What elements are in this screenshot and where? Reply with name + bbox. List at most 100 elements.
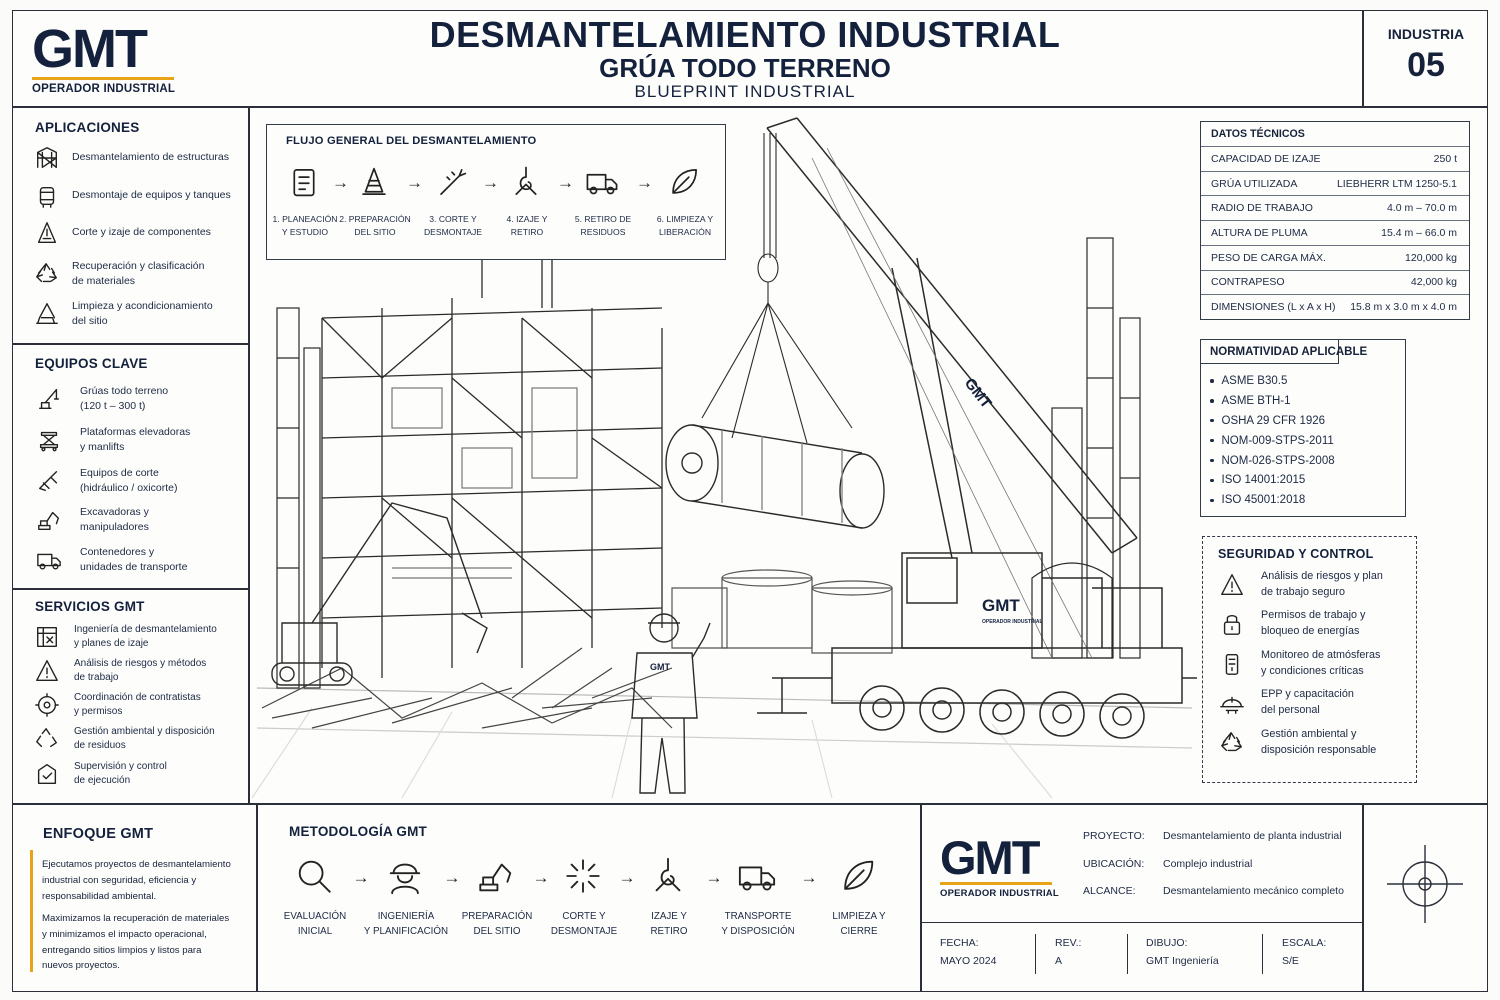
seguridad-item: Permisos de trabajo y bloqueo de energía… <box>1217 608 1365 639</box>
torch-icon <box>435 165 471 201</box>
supervision-icon <box>32 759 62 789</box>
hook-icon <box>509 165 545 201</box>
datos-row: DIMENSIONES (L x A x H)15.8 m x 3.0 m x … <box>1201 294 1469 319</box>
left-divider-2 <box>12 588 249 590</box>
datos-tecnicos-title: DATOS TÉCNICOS <box>1211 128 1305 140</box>
flujo-step-label: 3. CORTE Y DESMONTAJE <box>423 214 483 238</box>
servicios-item: Coordinación de contratistas y permisos <box>32 690 201 720</box>
bottom-divider <box>12 803 1488 805</box>
header-category-divider <box>1362 10 1364 107</box>
lock-icon <box>1217 609 1247 639</box>
header-logo: GMT OPERADOR INDUSTRIAL <box>32 22 175 95</box>
servicios-item: Supervisión y control de ejecución <box>32 759 167 789</box>
proyecto-value: Desmantelamiento de planta industrial <box>1163 830 1342 842</box>
registration-crosshair-icon <box>1387 845 1463 923</box>
header-divider <box>12 106 1488 108</box>
truck-icon <box>34 545 64 575</box>
titleblock-col-1 <box>1035 934 1036 974</box>
checklist-icon <box>287 165 323 201</box>
category-label: INDUSTRIA <box>1387 26 1465 42</box>
titleblock-col-2 <box>1127 934 1128 974</box>
coordination-icon <box>32 690 62 720</box>
flow-arrow-icon: → <box>332 173 349 192</box>
titleblock-logo-accent <box>940 882 1052 885</box>
titleblock-logo: GMT OPERADOR INDUSTRIAL <box>940 834 1059 899</box>
servicios-item: Análisis de riesgos y métodos de trabajo <box>32 656 206 686</box>
servicios-item-label: Gestión ambiental y disposición de resid… <box>74 725 215 752</box>
datos-row-value: 15.8 m x 3.0 m x 4.0 m <box>1350 301 1457 314</box>
seguridad-item: Análisis de riesgos y plan de trabajo se… <box>1217 569 1383 600</box>
seguridad-item: Monitoreo de atmósferas y condiciones cr… <box>1217 648 1380 679</box>
equipos-item: Grúas todo terreno (120 t – 300 t) <box>34 384 168 414</box>
warning-icon <box>1217 570 1247 600</box>
aplicaciones-item-label: Corte y izaje de componentes <box>72 226 211 239</box>
aplicaciones-item-label: Recuperación y clasificación de material… <box>72 260 205 288</box>
crane-brand-label: GMT <box>982 596 1020 615</box>
cutting-icon <box>32 218 62 248</box>
spark-icon <box>563 856 605 898</box>
equipos-item-label: Contenedores y unidades de transporte <box>80 546 188 574</box>
leaf-icon <box>667 165 703 201</box>
servicios-title: SERVICIOS GMT <box>35 599 145 614</box>
servicios-item-label: Coordinación de contratistas y permisos <box>74 691 201 718</box>
enfoque-paragraph-2: Maximizamos la recuperación de materiale… <box>42 913 230 972</box>
metodologia-step-label: INGENIERÍA Y PLANIFICACIÓN <box>363 911 449 937</box>
aplicaciones-item: Desmontaje de equipos y tanques <box>32 181 231 211</box>
fecha-value: MAYO 2024 <box>940 955 997 967</box>
recycle-icon <box>32 259 62 289</box>
seguridad-item: EPP y capacitación del personal <box>1217 687 1354 718</box>
aplicaciones-item: Recuperación y clasificación de material… <box>32 259 204 289</box>
helmet-icon <box>1217 688 1247 718</box>
aplicaciones-item-label: Desmantelamiento de estructuras <box>72 151 229 164</box>
rev-label: REV.: <box>1055 937 1082 949</box>
datos-row: PESO DE CARGA MÁX.120,000 kg <box>1201 244 1469 270</box>
category-block: INDUSTRIA 05 <box>1364 26 1488 85</box>
logo-subtitle: OPERADOR INDUSTRIAL <box>32 83 176 95</box>
page-subtitle: GRÚA TODO TERRENO <box>599 52 891 83</box>
aplicaciones-item: Limpieza y acondicionamiento del sitio <box>32 299 213 329</box>
fecha-label: FECHA: <box>940 937 979 949</box>
metodologia-step-label: EVALUACIÓN INICIAL <box>283 911 347 937</box>
cutter-icon <box>34 466 64 496</box>
magnifier-icon <box>294 856 336 898</box>
seguridad-item-label: EPP y capacitación del personal <box>1261 688 1354 716</box>
seguridad-item-label: Gestión ambiental y disposición responsa… <box>1261 728 1377 756</box>
cleaning-icon <box>32 299 62 329</box>
servicios-item-label: Supervisión y control de ejecución <box>74 760 167 787</box>
titleblock-col-3 <box>1262 934 1263 974</box>
datos-row-value: 250 t <box>1433 152 1457 165</box>
cone-icon <box>357 165 393 201</box>
equipos-title: EQUIPOS CLAVE <box>35 356 148 371</box>
seguridad-item-label: Permisos de trabajo y bloqueo de energía… <box>1261 609 1366 637</box>
servicios-item-label: Ingeniería de desmantelamiento y planes … <box>74 623 217 650</box>
metodologia-step-label: CORTE Y DESMONTAJE <box>550 911 618 937</box>
equipos-item: Excavadoras y manipuladores <box>34 505 149 535</box>
hook-icon <box>648 856 690 898</box>
flujo-title: FLUJO GENERAL DEL DESMANTELAMIENTO <box>286 135 537 147</box>
dibujo-label: DIBUJO: <box>1146 937 1188 949</box>
servicios-item-label: Análisis de riesgos y métodos de trabajo <box>74 657 207 684</box>
bottom-divider-1 <box>256 803 258 991</box>
dibujo-value: GMT Ingeniería <box>1146 955 1219 967</box>
flow-arrow-icon: → <box>636 173 653 192</box>
category-number: 05 <box>1407 46 1445 84</box>
crane-illustration: GMT OPERADOR INDUSTRIAL GMT GMT <box>252 108 1197 802</box>
aplicaciones-item: Corte y izaje de componentes <box>32 218 211 248</box>
bottom-divider-2 <box>920 803 922 991</box>
flujo-step-label: 2. PREPARACIÓN DEL SITIO <box>339 214 411 238</box>
header-titles: DESMANTELAMIENTO INDUSTRIAL GRÚA TODO TE… <box>330 16 1160 103</box>
risk-icon <box>32 656 62 686</box>
left-divider-1 <box>12 343 249 345</box>
page-title: DESMANTELAMIENTO INDUSTRIAL <box>429 14 1061 55</box>
flujo-panel: FLUJO GENERAL DEL DESMANTELAMIENTO 1. PL… <box>266 124 726 260</box>
titleblock-divider <box>920 922 1363 923</box>
environment-icon <box>32 724 62 754</box>
flujo-step-label: 4. IZAJE Y RETIRO <box>506 214 548 238</box>
titleblock-logo-text: GMT <box>940 831 1040 884</box>
escala-label: ESCALA: <box>1282 937 1327 949</box>
methodology-arrow-icon: → <box>443 868 461 887</box>
